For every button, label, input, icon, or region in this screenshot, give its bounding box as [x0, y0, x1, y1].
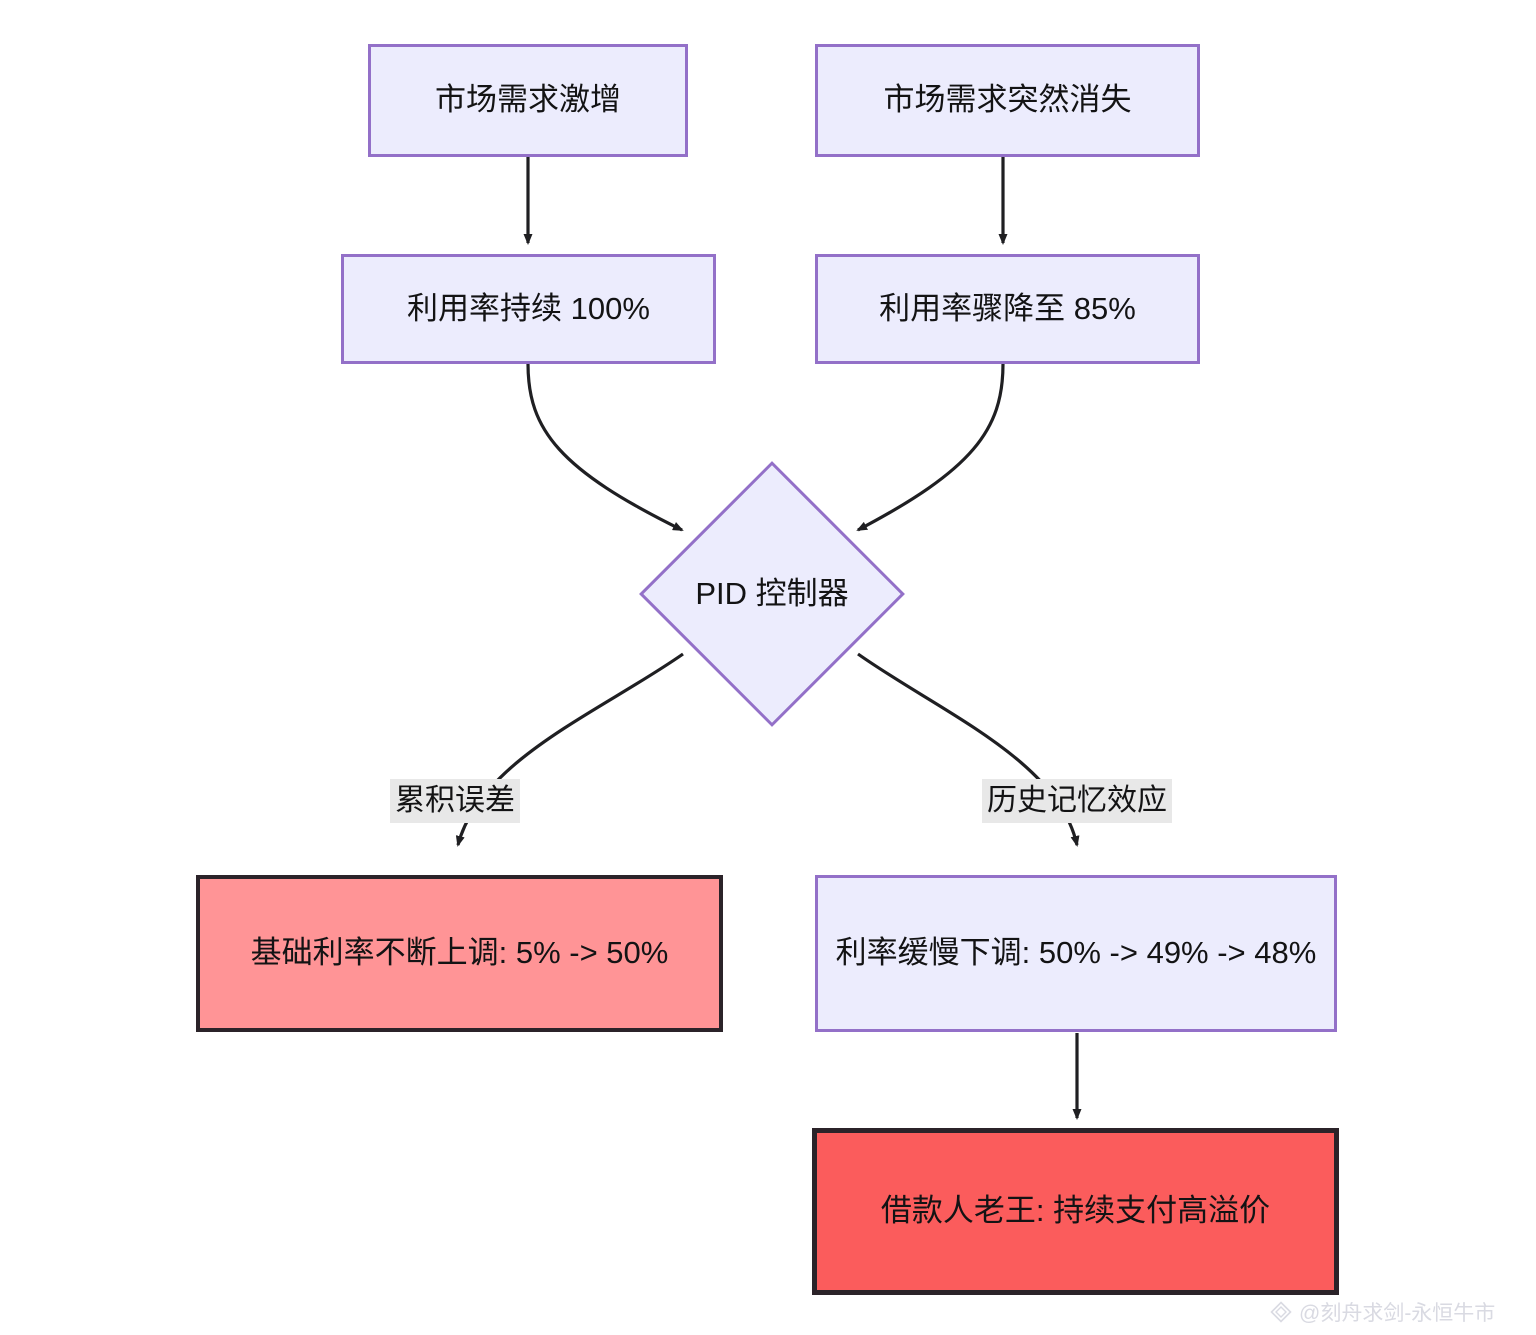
- node-label: 借款人老王: 持续支付高溢价: [880, 1193, 1271, 1229]
- diamond-logo-icon: [1270, 1301, 1292, 1323]
- node-rate-slow-decline[interactable]: 利率缓慢下调: 50% -> 49% -> 48%: [815, 875, 1337, 1032]
- node-label: 利用率持续 100%: [407, 290, 650, 326]
- watermark: @刻舟求剑-永恒牛市: [1270, 1297, 1495, 1327]
- watermark-handle: @刻舟求剑-永恒牛市: [1299, 1302, 1496, 1325]
- node-label: 市场需求突然消失: [883, 82, 1132, 118]
- edge-label-text: 历史记忆效应: [987, 784, 1167, 817]
- node-base-rate-rising[interactable]: 基础利率不断上调: 5% -> 50%: [196, 875, 723, 1032]
- node-label: 利率缓慢下调: 50% -> 49% -> 48%: [835, 935, 1317, 971]
- edge-label-text: 累积误差: [395, 784, 515, 817]
- node-market-demand-surge[interactable]: 市场需求激增: [368, 44, 688, 157]
- node-label: PID 控制器: [695, 575, 849, 611]
- edge-label-accumulated-error: 累积误差: [390, 779, 520, 823]
- node-pid-controller[interactable]: PID 控制器: [636, 461, 908, 727]
- node-label: 利用率骤降至 85%: [879, 290, 1136, 326]
- node-label: 基础利率不断上调: 5% -> 50%: [250, 935, 669, 971]
- node-utilization-drop-85[interactable]: 利用率骤降至 85%: [815, 254, 1200, 364]
- node-borrower-pays-premium[interactable]: 借款人老王: 持续支付高溢价: [812, 1128, 1339, 1295]
- node-market-demand-vanish[interactable]: 市场需求突然消失: [815, 44, 1200, 157]
- node-utilization-sustained-100[interactable]: 利用率持续 100%: [341, 254, 716, 364]
- node-label: 市场需求激增: [435, 82, 621, 118]
- edge-label-history-memory-effect: 历史记忆效应: [982, 779, 1172, 823]
